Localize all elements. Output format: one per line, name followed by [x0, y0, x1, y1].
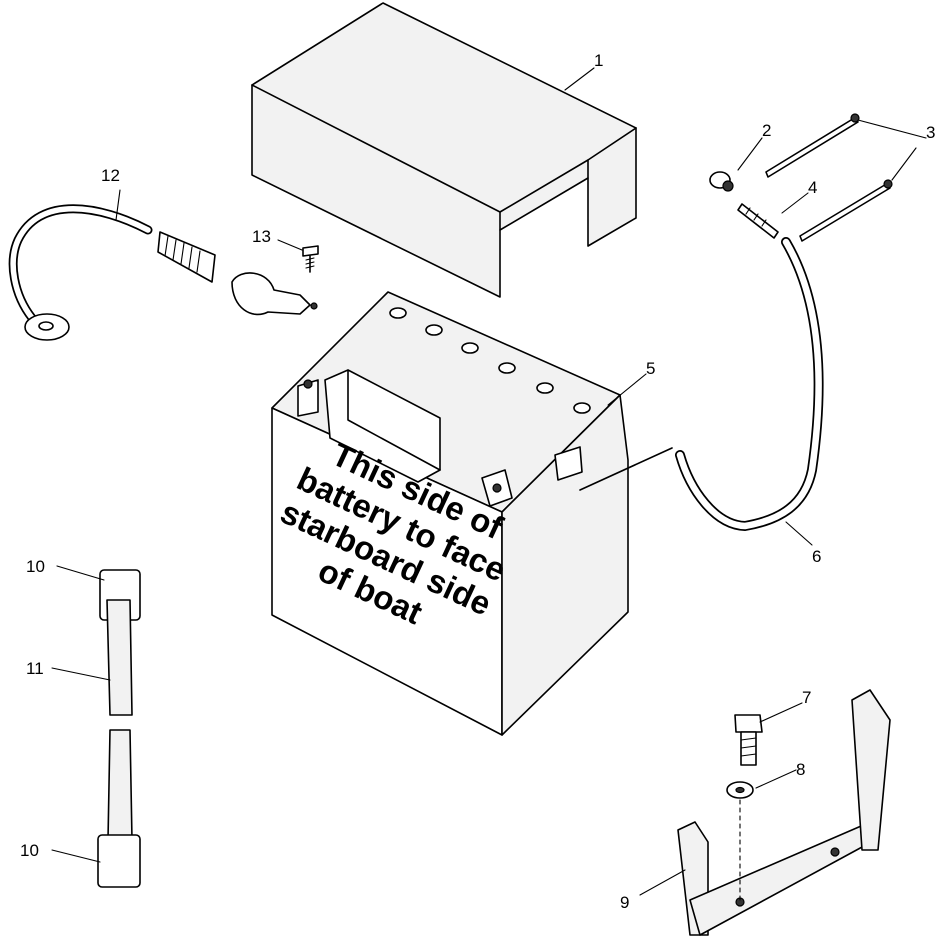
callout-8: 8: [796, 760, 805, 779]
battery: [271, 291, 629, 736]
callout-9: 9: [620, 893, 629, 912]
callout-3: 3: [926, 123, 935, 142]
vent-hose: [579, 237, 824, 532]
battery-bracket: [677, 689, 891, 936]
callout-4: 4: [808, 178, 817, 197]
callout-11: 11: [26, 659, 44, 678]
washer: [726, 781, 754, 901]
tie-straps: [765, 113, 893, 242]
bolt-13: [302, 245, 319, 273]
callout-10-bottom: 10: [20, 841, 39, 860]
callout-12: 12: [101, 166, 120, 185]
bolt-7: [734, 714, 763, 766]
hold-down-strap: [97, 569, 141, 888]
vent-connector: [737, 203, 779, 239]
battery-label: This side of battery to face starboard s…: [275, 435, 512, 631]
battery-cover: [251, 2, 637, 298]
callout-5: 5: [646, 359, 655, 378]
callout-13: 13: [252, 227, 271, 246]
callout-6: 6: [812, 547, 821, 566]
callout-7: 7: [802, 688, 811, 707]
leader-lines: [51, 67, 927, 896]
callout-10-top: 10: [26, 557, 45, 576]
callout-2: 2: [762, 121, 771, 140]
callout-1: 1: [594, 51, 603, 70]
callouts: 1 2 3 4 5 6 7 8 9 10 11 10 12 13: [20, 51, 935, 912]
vent-elbow: [709, 171, 734, 192]
cable: [8, 204, 318, 341]
